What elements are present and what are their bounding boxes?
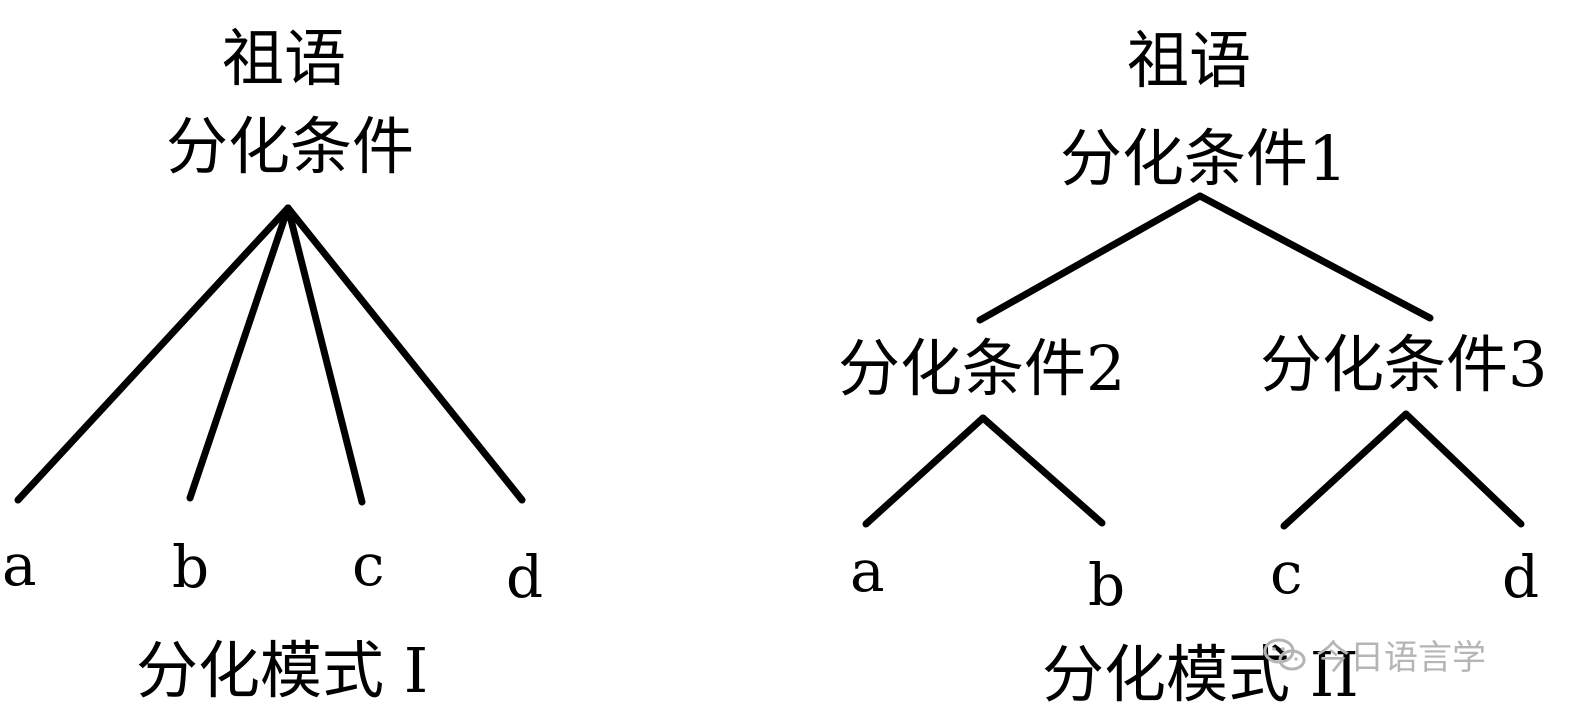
- right-leaf-b: b: [1088, 551, 1126, 619]
- left-leaf-a: a: [2, 531, 37, 599]
- right-branch-d: [1402, 410, 1525, 528]
- right-caption: 分化模式 II: [1042, 638, 1359, 711]
- watermark: 今日语言学: [1262, 630, 1486, 679]
- left-branch-c: [284, 204, 366, 506]
- right-condition-top-label: 分化条件1: [1060, 122, 1348, 195]
- left-leaf-b: b: [172, 533, 210, 601]
- right-root-label: 祖语: [1127, 24, 1252, 97]
- right-condition-left-label: 分化条件2: [838, 332, 1126, 405]
- left-branch-a: [14, 204, 292, 504]
- wechat-icon: [1263, 638, 1306, 670]
- left-root-label: 祖语: [222, 22, 347, 95]
- right-leaf-a: a: [850, 537, 885, 605]
- left-branch-d: [284, 204, 526, 504]
- right-branch-top-left: [976, 192, 1204, 324]
- right-condition-right-label: 分化条件3: [1260, 328, 1548, 401]
- right-leaf-c: c: [1270, 539, 1303, 607]
- left-condition-label: 分化条件: [166, 110, 415, 183]
- right-branch-c: [1280, 410, 1410, 530]
- left-leaf-c: c: [352, 531, 385, 599]
- left-branch-b: [186, 204, 292, 502]
- right-branch-top-right: [1196, 192, 1434, 322]
- watermark-text: 今日语言学: [1316, 638, 1486, 678]
- left-leaf-d: d: [506, 543, 544, 611]
- left-caption: 分化模式 I: [136, 634, 429, 707]
- right-leaf-d: d: [1502, 543, 1540, 611]
- right-branch-a: [862, 414, 987, 528]
- right-branch-b: [979, 414, 1106, 527]
